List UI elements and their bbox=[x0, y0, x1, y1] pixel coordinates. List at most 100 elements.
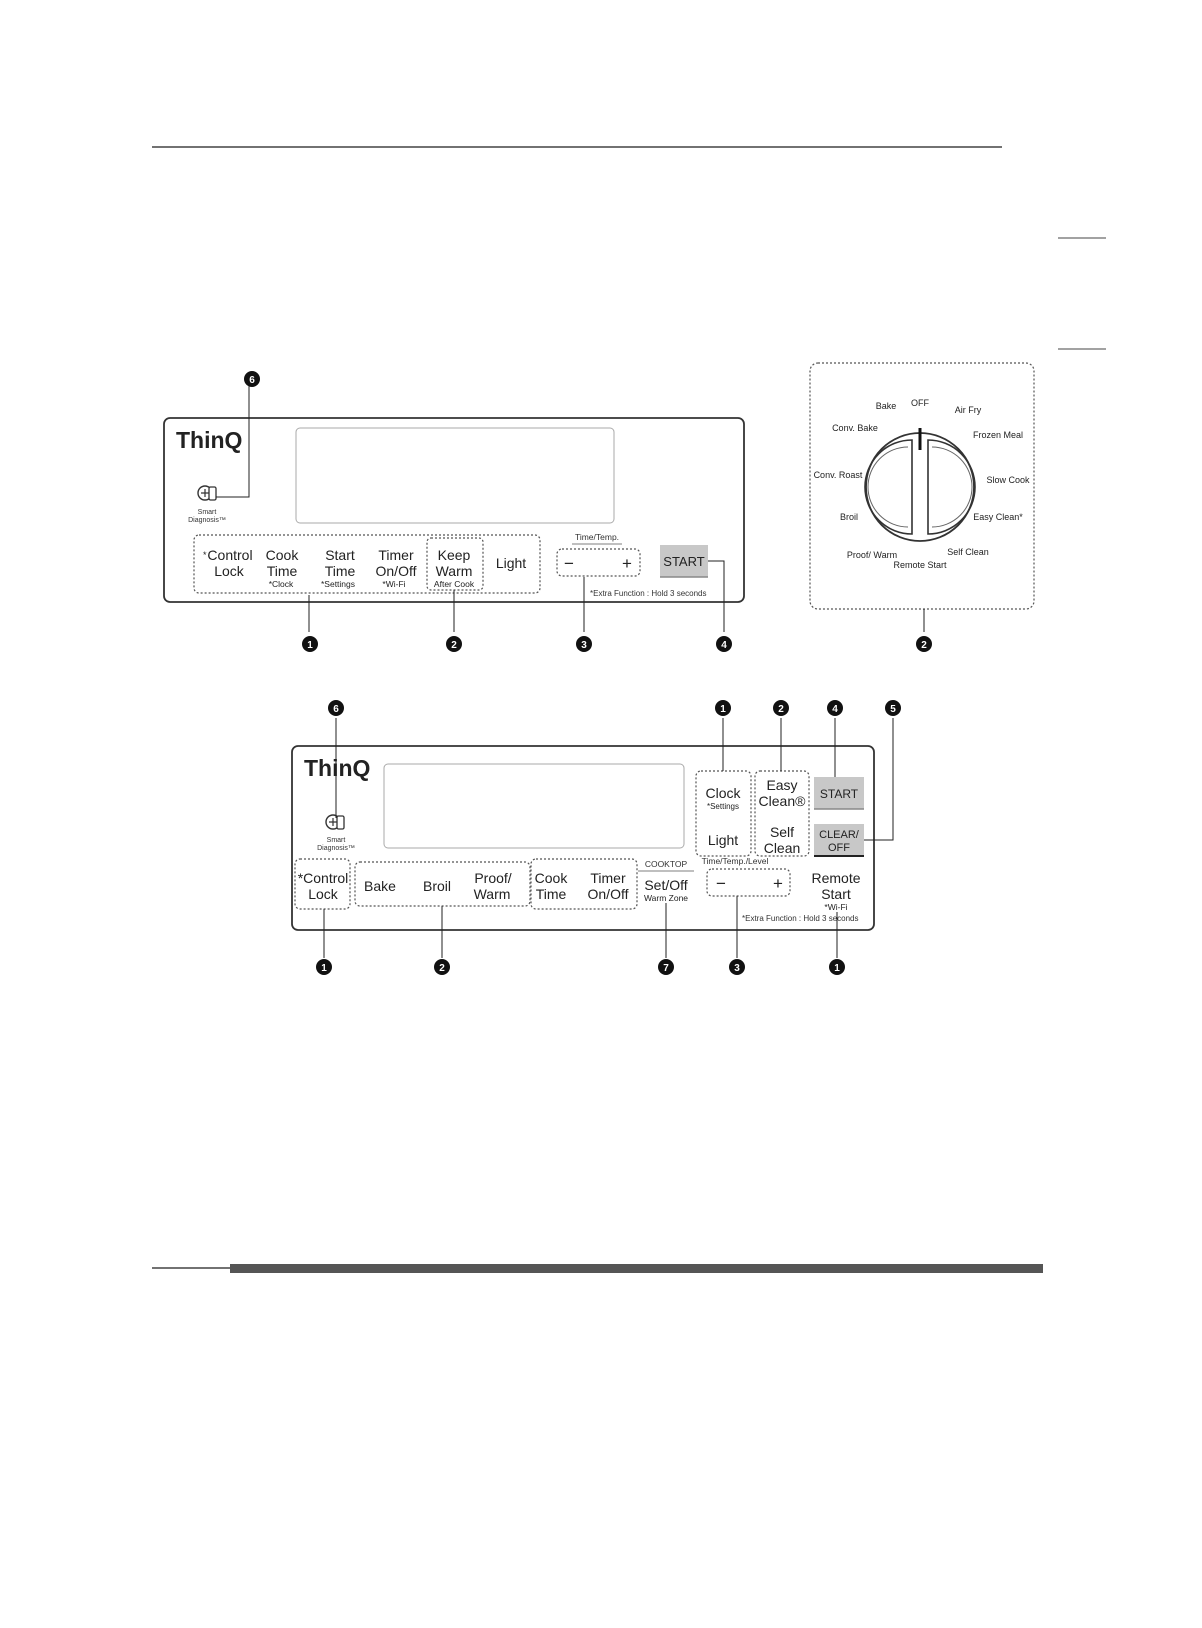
keep-warm-button[interactable]: Keep Warm After Cook bbox=[434, 547, 475, 589]
panel-1: ThinQ Smart Diagnosis™ * Control Lock Co… bbox=[163, 371, 745, 652]
start-button-label: START bbox=[663, 554, 704, 569]
svg-text:1: 1 bbox=[307, 640, 313, 651]
remote-start-sub-label: *Wi-Fi bbox=[824, 902, 847, 912]
svg-text:5: 5 bbox=[890, 704, 896, 715]
svg-text:On/Off: On/Off bbox=[376, 563, 417, 579]
extra-function-note: *Extra Function : Hold 3 seconds bbox=[590, 589, 707, 598]
clear-off-button[interactable] bbox=[814, 824, 864, 856]
cook-time-button-2[interactable]: Cook Time bbox=[535, 870, 569, 902]
cook-time-button[interactable]: Cook Time *Clock bbox=[266, 547, 300, 589]
smart-diagnosis-icon-2[interactable] bbox=[325, 814, 345, 830]
timer-button-2[interactable]: Timer On/Off bbox=[588, 870, 629, 902]
panel-2-brand-logo: ThinQ bbox=[304, 755, 370, 781]
bake-button[interactable]: Bake bbox=[364, 878, 396, 894]
broil-button[interactable]: Broil bbox=[423, 878, 451, 894]
smart-diagnosis-2-label-2: Diagnosis™ bbox=[317, 845, 355, 852]
callout-1: 1 bbox=[302, 636, 318, 652]
svg-text:1: 1 bbox=[720, 704, 726, 715]
knob-label-frozen-meal: Frozen Meal bbox=[973, 430, 1023, 440]
svg-text:Clean: Clean bbox=[764, 840, 801, 856]
p2-callout-4-top: 4 bbox=[827, 700, 843, 716]
svg-text:3: 3 bbox=[734, 963, 740, 974]
time-temp-level-label: Time/Temp./Level bbox=[702, 856, 769, 866]
time-temp-group bbox=[556, 548, 641, 577]
control-lock-group-2 bbox=[294, 858, 351, 910]
control-lock-button-2[interactable]: *Control Lock bbox=[298, 870, 349, 902]
mode-selector-knob-diagram: OFF Air Fry Frozen Meal Slow Cook Easy C… bbox=[809, 362, 1035, 652]
panel-1-display-window bbox=[295, 427, 615, 524]
svg-text:3: 3 bbox=[581, 640, 587, 651]
callout-3: 3 bbox=[576, 636, 592, 652]
svg-text:Time: Time bbox=[267, 563, 298, 579]
svg-text:*Wi-Fi: *Wi-Fi bbox=[382, 579, 405, 589]
light-button[interactable]: Light bbox=[496, 555, 526, 571]
svg-text:Light: Light bbox=[496, 555, 526, 571]
easy-clean-button[interactable]: Easy Clean® bbox=[759, 777, 807, 809]
start-button[interactable] bbox=[660, 545, 708, 577]
p2-callout-3-bottom: 3 bbox=[729, 959, 745, 975]
svg-text:Keep: Keep bbox=[438, 547, 471, 563]
svg-text:6: 6 bbox=[249, 375, 255, 386]
svg-text:*Control: *Control bbox=[298, 870, 349, 886]
svg-text:2: 2 bbox=[778, 704, 784, 715]
svg-text:Lock: Lock bbox=[214, 563, 245, 579]
svg-text:Clean®: Clean® bbox=[759, 793, 807, 809]
svg-text:Control: Control bbox=[207, 547, 252, 563]
svg-text:Start: Start bbox=[821, 886, 851, 902]
svg-text:7: 7 bbox=[663, 963, 669, 974]
panel-1-group-1 bbox=[193, 534, 541, 594]
light-button-2[interactable]: Light bbox=[708, 832, 738, 848]
start-button-2[interactable] bbox=[814, 777, 864, 809]
svg-text:2: 2 bbox=[921, 640, 927, 651]
knob-label-conv-roast: Conv. Roast bbox=[814, 470, 863, 480]
cooktop-set-off-button[interactable]: Set/Off bbox=[644, 877, 687, 893]
bottom-bar bbox=[230, 1264, 1043, 1273]
knob-label-proof-warm: Proof/ Warm bbox=[847, 550, 897, 560]
knob-callout-2: 2 bbox=[916, 636, 932, 652]
svg-text:Timer: Timer bbox=[378, 547, 414, 563]
svg-text:*: * bbox=[203, 550, 207, 560]
knob-grip-left[interactable] bbox=[864, 439, 913, 535]
timer-button[interactable]: Timer On/Off *Wi-Fi bbox=[376, 547, 417, 589]
svg-text:2: 2 bbox=[439, 963, 445, 974]
smart-diagnosis-label-2: Diagnosis™ bbox=[188, 517, 226, 524]
control-lock-button[interactable]: * Control Lock bbox=[203, 547, 253, 579]
start-time-button[interactable]: Start Time *Settings bbox=[321, 547, 356, 589]
warm-zone-label: Warm Zone bbox=[644, 893, 688, 903]
self-clean-button[interactable]: Self Clean bbox=[764, 824, 801, 856]
p2-callout-6: 6 bbox=[328, 700, 344, 716]
smart-diagnosis-icon[interactable] bbox=[197, 485, 217, 501]
svg-text:1: 1 bbox=[834, 963, 840, 974]
svg-text:*Clock: *Clock bbox=[269, 579, 294, 589]
remote-start-button[interactable]: Remote Start bbox=[811, 870, 860, 902]
time-temp-plus-button[interactable]: + bbox=[622, 554, 632, 573]
svg-text:Start: Start bbox=[325, 547, 355, 563]
clock-sub-label: *Settings bbox=[707, 802, 739, 811]
extra-function-note-2: *Extra Function : Hold 3 seconds bbox=[742, 914, 859, 923]
knob-label-air-fry: Air Fry bbox=[955, 405, 982, 415]
p2-callout-2-bottom: 2 bbox=[434, 959, 450, 975]
leader-4 bbox=[708, 560, 725, 632]
panel-1-brand-logo: ThinQ bbox=[176, 427, 242, 453]
svg-text:Cook: Cook bbox=[266, 547, 300, 563]
svg-text:Remote: Remote bbox=[811, 870, 860, 886]
knob-grip-right[interactable] bbox=[927, 439, 976, 535]
level-plus-button[interactable]: + bbox=[773, 874, 783, 893]
clock-button[interactable]: Clock bbox=[705, 785, 741, 801]
clean-group bbox=[754, 770, 810, 857]
proof-warm-button[interactable]: Proof/ Warm bbox=[474, 870, 512, 902]
clear-off-label-2: OFF bbox=[828, 842, 850, 854]
svg-text:Warm: Warm bbox=[436, 563, 473, 579]
time-temp-minus-button[interactable]: − bbox=[564, 554, 574, 573]
p2-callout-5-top: 5 bbox=[885, 700, 901, 716]
level-minus-button[interactable]: − bbox=[716, 874, 726, 893]
smart-diagnosis-2-label-1: Smart bbox=[327, 837, 346, 844]
p2-callout-1-remote: 1 bbox=[829, 959, 845, 975]
callout-2: 2 bbox=[446, 636, 462, 652]
knob-label-broil: Broil bbox=[840, 512, 858, 522]
leader-6-inner bbox=[216, 418, 250, 498]
p2-callout-1-top: 1 bbox=[715, 700, 731, 716]
time-group bbox=[530, 858, 638, 910]
svg-text:After Cook: After Cook bbox=[434, 579, 475, 589]
